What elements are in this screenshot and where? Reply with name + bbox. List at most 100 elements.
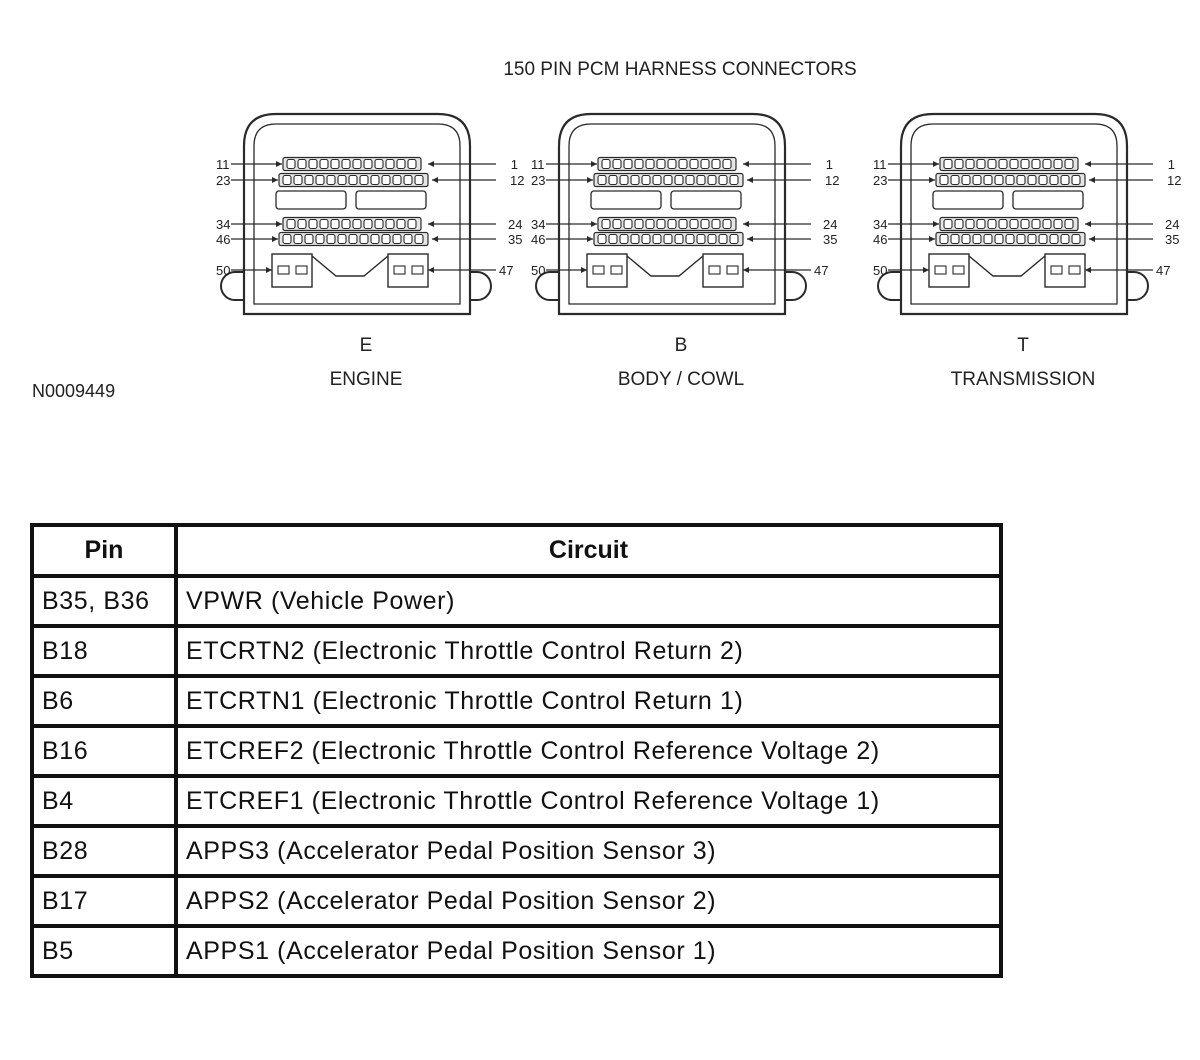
pin-cavity: [645, 218, 655, 230]
pin-cell: B16: [30, 724, 178, 778]
connector-inner-outline: [568, 123, 776, 305]
pin-label-bottom-left-arrow: [266, 267, 272, 273]
pin-column-header: Pin: [30, 523, 178, 578]
table-row: B16 ETCREF2 (Electronic Throttle Control…: [30, 724, 1003, 778]
pin-cavity: [330, 218, 340, 230]
pin-cavity: [293, 233, 303, 245]
pin-cavity: [994, 174, 1004, 186]
pin-label-row2-right: 12: [1167, 173, 1181, 188]
pin-label-row3-left-arrow: [276, 221, 282, 227]
pin-cavity: [612, 218, 622, 230]
connector-name: TRANSMISSION: [951, 369, 1096, 390]
pin-cavity: [319, 158, 329, 170]
pin-label-row4-right: 35: [823, 232, 837, 247]
pin-cavity: [407, 218, 417, 230]
pin-cavity: [729, 174, 739, 186]
table-row: B28 APPS3 (Accelerator Pedal Position Se…: [30, 824, 1003, 878]
pin-label-row3-left-arrow: [591, 221, 597, 227]
pin-cavity: [341, 218, 351, 230]
pin-cavity: [667, 218, 677, 230]
pin-row-2: [593, 172, 744, 188]
pin-label-row2-right: 12: [825, 173, 839, 188]
pin-cavity: [983, 233, 993, 245]
pin-cavity: [939, 174, 949, 186]
terminal-blade: [592, 265, 605, 275]
pin-cavity: [685, 233, 695, 245]
pin-cavity: [308, 218, 318, 230]
pin-cavity: [983, 174, 993, 186]
pin-row-3: [282, 216, 422, 232]
pin-cavity: [319, 218, 329, 230]
pin-cavity: [685, 174, 695, 186]
pin-cavity: [656, 218, 666, 230]
pin-label-row4-right: 35: [508, 232, 522, 247]
pin-label-row4-left-arrow: [587, 236, 593, 242]
table-row: B5 APPS1 (Accelerator Pedal Position Sen…: [30, 924, 1003, 978]
keyway-slot: [670, 190, 742, 210]
pin-cavity: [337, 174, 347, 186]
connector-inner-outline: [910, 123, 1118, 305]
pin-cavity: [729, 233, 739, 245]
pin-label-row2-left-arrow: [929, 177, 935, 183]
terminal-blade: [277, 265, 290, 275]
pin-cavity: [976, 158, 986, 170]
figure-id: N0009449: [32, 381, 115, 401]
pin-cavity: [1027, 174, 1037, 186]
table-row: B6 ETCRTN1 (Electronic Throttle Control …: [30, 674, 1003, 728]
pin-cell: B18: [30, 624, 178, 678]
pin-label-bottom-right: 47: [814, 263, 828, 278]
pin-cavity: [1027, 233, 1037, 245]
pin-cavity: [414, 174, 424, 186]
pin-cavity: [396, 158, 406, 170]
pin-cavity: [304, 233, 314, 245]
pin-row-4: [593, 231, 744, 247]
pin-cavity: [341, 158, 351, 170]
pin-label-bottom-right-arrow: [743, 267, 749, 273]
pin-label-bottom-left-arrow: [923, 267, 929, 273]
pin-row-1: [939, 156, 1079, 172]
pin-cavity: [359, 174, 369, 186]
pin-cavity: [663, 174, 673, 186]
pin-cavity: [954, 218, 964, 230]
pin-cavity: [619, 233, 629, 245]
pin-cavity: [696, 174, 706, 186]
pin-cavity: [630, 233, 640, 245]
pin-row-1: [282, 156, 422, 172]
pin-cavity: [1049, 174, 1059, 186]
pin-cell: B6: [30, 674, 178, 728]
pin-cell: B35, B36: [30, 574, 178, 628]
pin-label-row1-right-arrow: [743, 161, 749, 167]
pin-cavity: [943, 158, 953, 170]
pin-cavity: [414, 233, 424, 245]
pin-label-row2-left: 23: [873, 173, 887, 188]
pin-cavity: [308, 158, 318, 170]
pin-cavity: [348, 174, 358, 186]
pin-cavity: [597, 233, 607, 245]
diagram-title: 150 PIN PCM HARNESS CONNECTORS: [503, 59, 856, 80]
terminal-blade: [952, 265, 965, 275]
pin-label-row3-right: 24: [1165, 217, 1179, 232]
table-row: B35, B36 VPWR (Vehicle Power): [30, 574, 1003, 628]
pin-cavity: [700, 158, 710, 170]
pin-cavity: [315, 174, 325, 186]
pin-cavity: [1016, 233, 1026, 245]
pin-cavity: [1020, 158, 1030, 170]
pin-label-row4-right: 35: [1165, 232, 1179, 247]
pin-cavity: [961, 174, 971, 186]
pin-cavity: [663, 233, 673, 245]
pin-cavity: [352, 218, 362, 230]
pin-row-3: [597, 216, 737, 232]
terminal-blade: [393, 265, 406, 275]
pin-cavity: [326, 174, 336, 186]
keyway-slot: [275, 190, 347, 210]
pin-cavity: [656, 158, 666, 170]
pin-cavity: [1016, 174, 1026, 186]
pin-cavity: [634, 158, 644, 170]
terminal-blade: [411, 265, 424, 275]
pin-cavity: [954, 158, 964, 170]
